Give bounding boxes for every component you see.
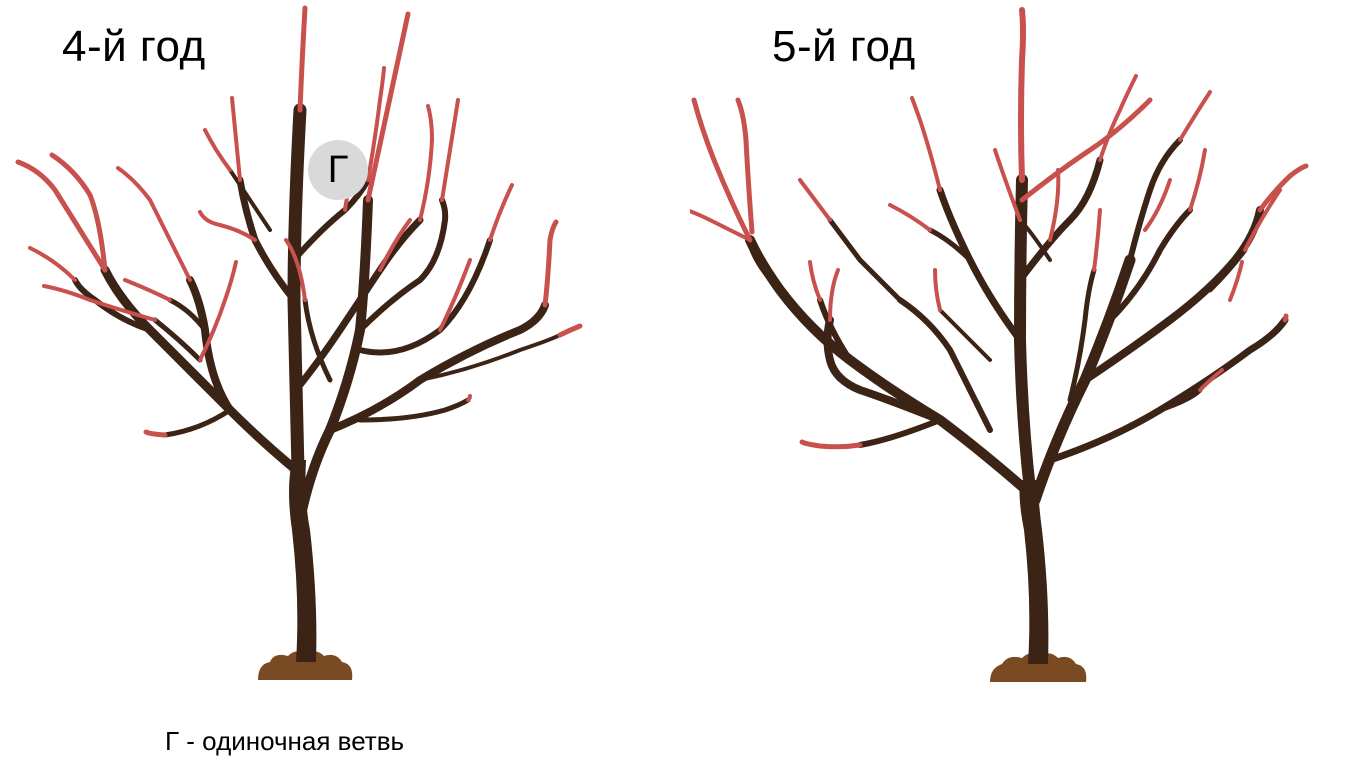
soil-mound [990,653,1087,682]
trunk [1019,480,1049,664]
panel-title-year-5: 5-й год [772,22,916,71]
pruned-shoots [15,5,583,438]
pruned-shoots [690,7,1309,450]
trunk [289,460,317,662]
tree-wood-branches [745,137,1289,506]
tree-year-5-illustration [690,7,1309,682]
panel-title-year-4: 4-й год [62,22,206,71]
soil-mound [258,651,353,680]
legend-caption: Г - одиночная ветвь [165,726,405,756]
tree-year-4-illustration [15,5,583,680]
tree-wood-branches [72,103,562,525]
single-branch-marker: Г [308,140,368,200]
